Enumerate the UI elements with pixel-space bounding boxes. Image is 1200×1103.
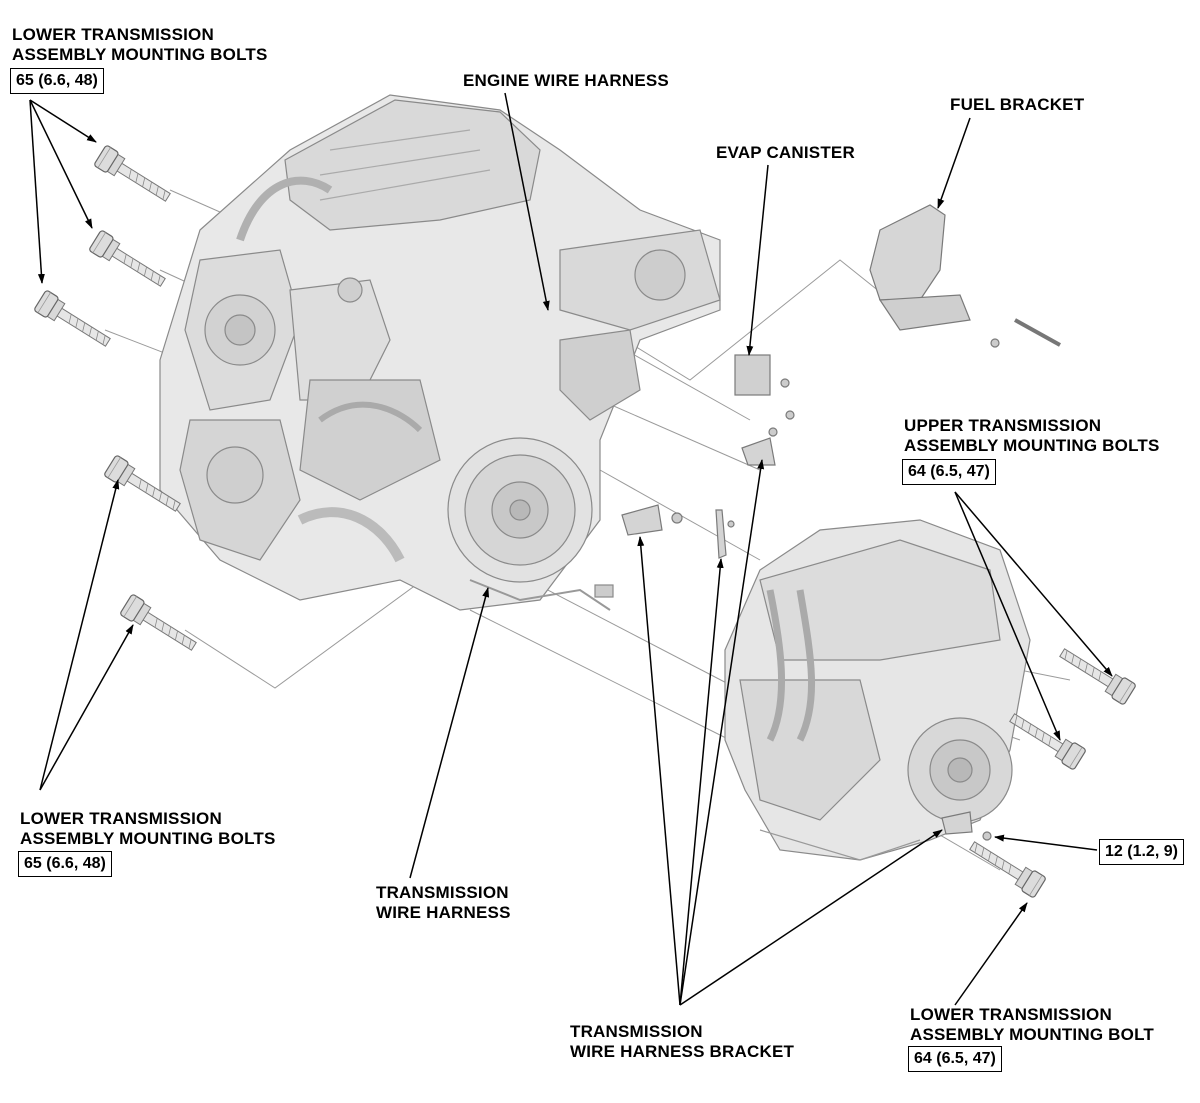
- transmission-wire-harness-label-line1: TRANSMISSION: [376, 883, 509, 902]
- lower-bolt-right-label-line1: LOWER TRANSMISSION: [910, 1005, 1112, 1024]
- evap-canister-parts: [734, 354, 795, 466]
- upper-bolts-label-line2: ASSEMBLY MOUNTING BOLTS: [904, 436, 1160, 455]
- transmission-wire-harness-label-line2: WIRE HARNESS: [376, 903, 511, 922]
- engine-wire-harness-label: ENGINE WIRE HARNESS: [463, 71, 669, 90]
- leader-lines: [29, 92, 1113, 1006]
- lower-bolts-bottom-label-line1: LOWER TRANSMISSION: [20, 809, 222, 828]
- fuel-bracket-label: FUEL BRACKET: [950, 95, 1085, 114]
- upper-bolts-torque: 64 (6.5, 47): [902, 459, 996, 485]
- harness-bracket-label-line1: TRANSMISSION: [570, 1022, 703, 1041]
- lower-bolts-top-torque: 65 (6.6, 48): [10, 68, 104, 94]
- lower-bolt-right-label-line2: ASSEMBLY MOUNTING BOLT: [910, 1025, 1154, 1044]
- fuel-bracket-part: [869, 204, 1061, 348]
- harness-bracket-label-line2: WIRE HARNESS BRACKET: [570, 1042, 795, 1061]
- lower-bolts-bottom-label-line2: ASSEMBLY MOUNTING BOLTS: [20, 829, 276, 848]
- lower-bolts-bottom-torque: 65 (6.6, 48): [18, 851, 112, 877]
- lower-bolts-top-label-line1: LOWER TRANSMISSION: [12, 25, 214, 44]
- small-bolt-torque: 12 (1.2, 9): [1099, 839, 1184, 865]
- lower-bolt-right-torque: 64 (6.5, 47): [908, 1046, 1002, 1072]
- harness-bracket-parts: [621, 504, 992, 841]
- upper-bolts-label-line1: UPPER TRANSMISSION: [904, 416, 1102, 435]
- transmission-assembly: [724, 519, 1031, 861]
- evap-canister-label: EVAP CANISTER: [716, 143, 855, 162]
- engine-assembly: [159, 94, 721, 611]
- lower-bolts-top-label-line2: ASSEMBLY MOUNTING BOLTS: [12, 45, 268, 64]
